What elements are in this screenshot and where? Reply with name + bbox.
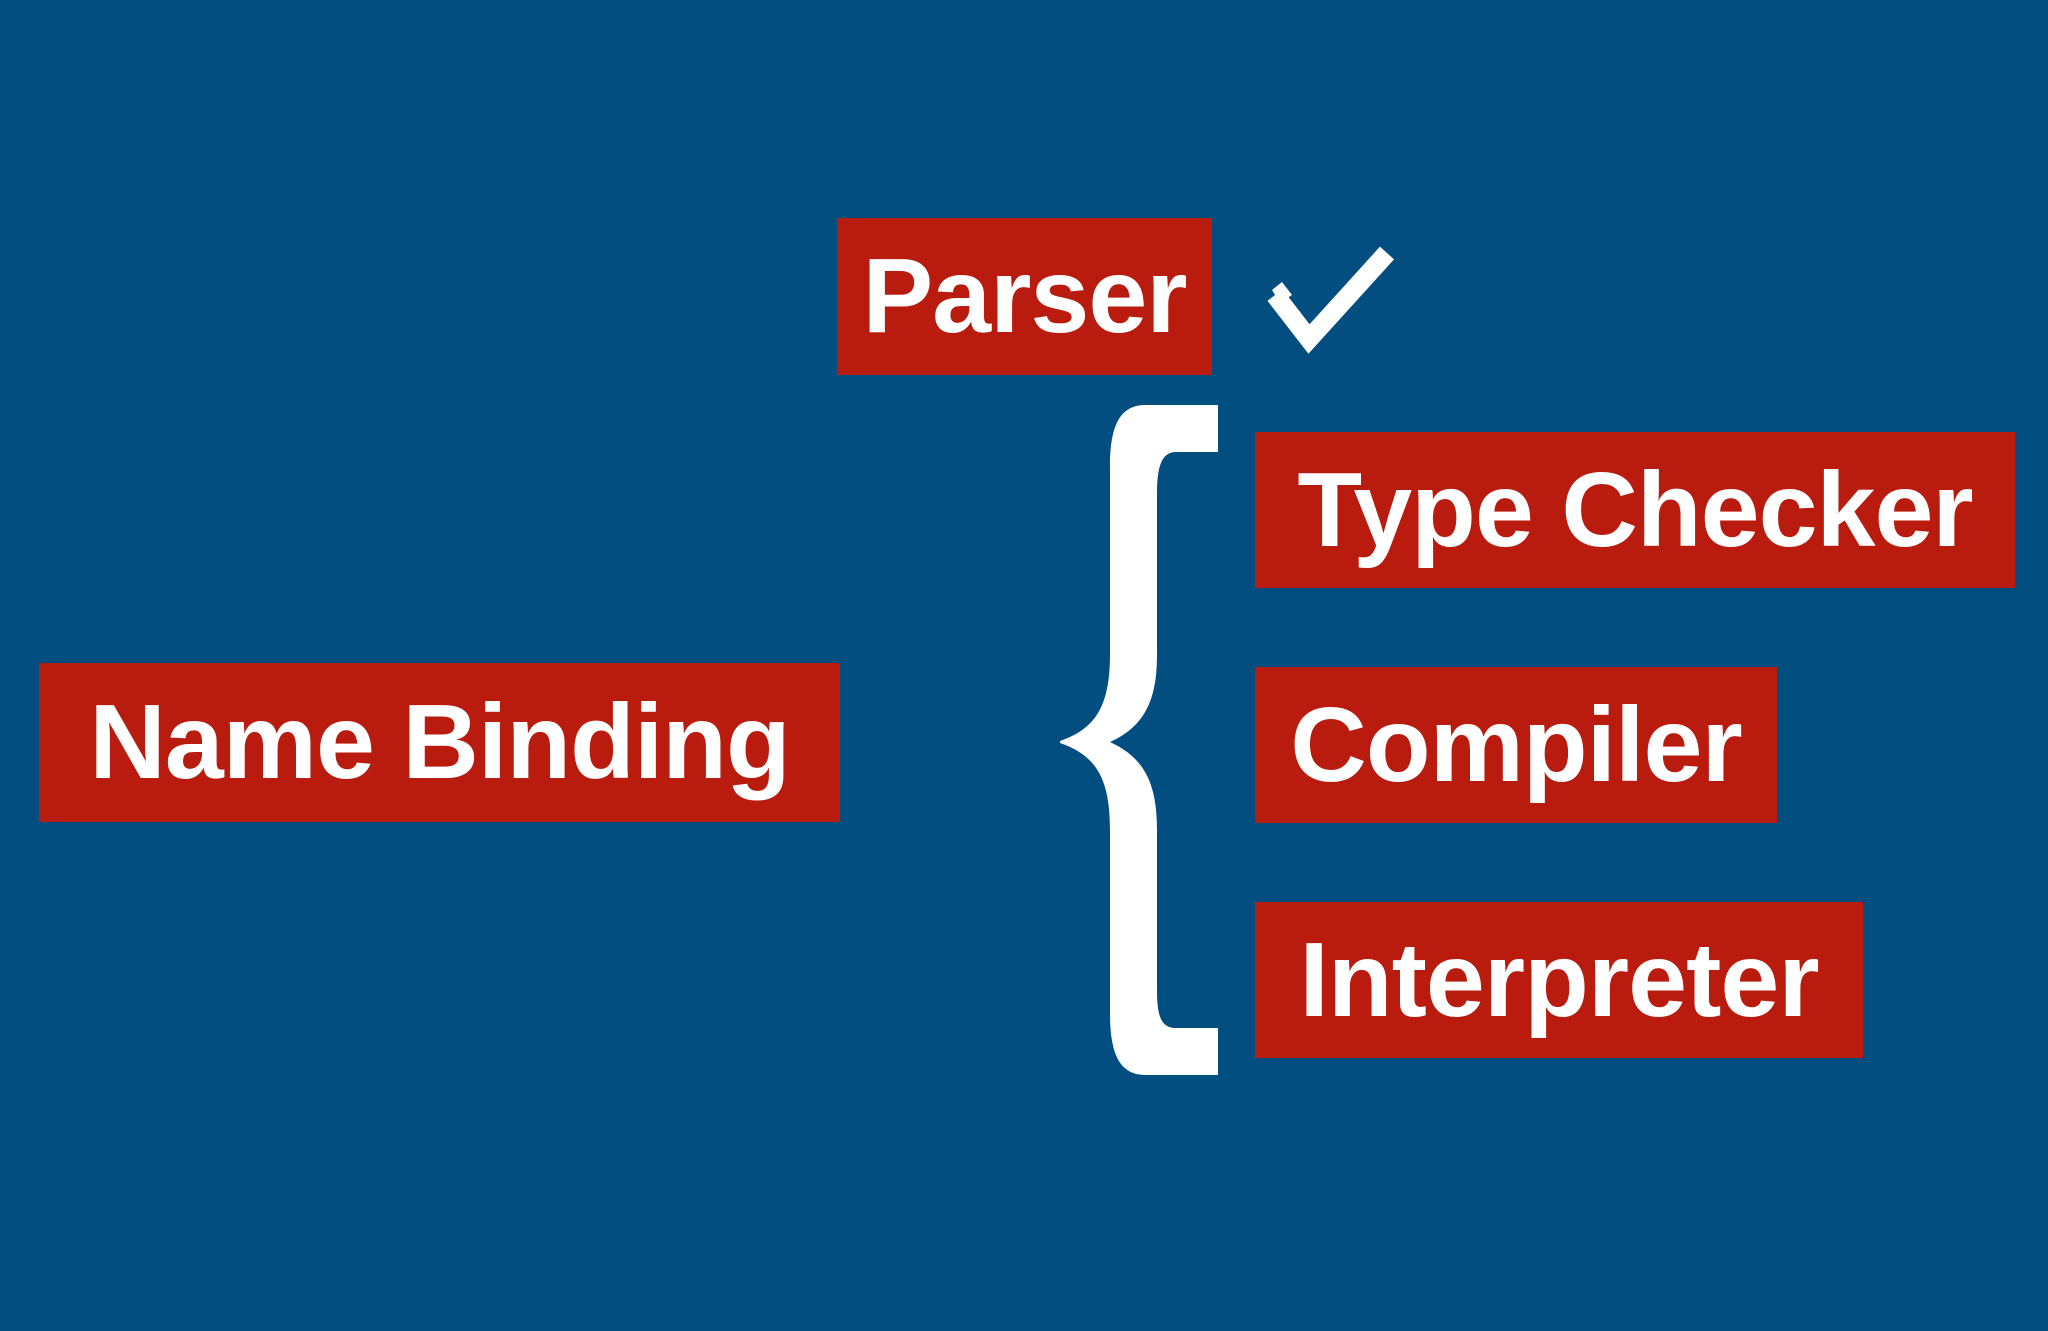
parser-box: Parser (837, 218, 1212, 375)
compiler-box: Compiler (1255, 667, 1777, 823)
curly-brace-icon (1060, 405, 1218, 1075)
checkmark-icon (1267, 246, 1395, 354)
name-binding-box: Name Binding (39, 663, 840, 822)
name-binding-label: Name Binding (89, 683, 791, 801)
parser-label: Parser (862, 237, 1187, 355)
type-checker-box: Type Checker (1255, 432, 2015, 588)
interpreter-label: Interpreter (1299, 920, 1819, 1039)
interpreter-box: Interpreter (1255, 902, 1863, 1058)
compiler-label: Compiler (1290, 685, 1742, 804)
type-checker-label: Type Checker (1297, 450, 1973, 569)
